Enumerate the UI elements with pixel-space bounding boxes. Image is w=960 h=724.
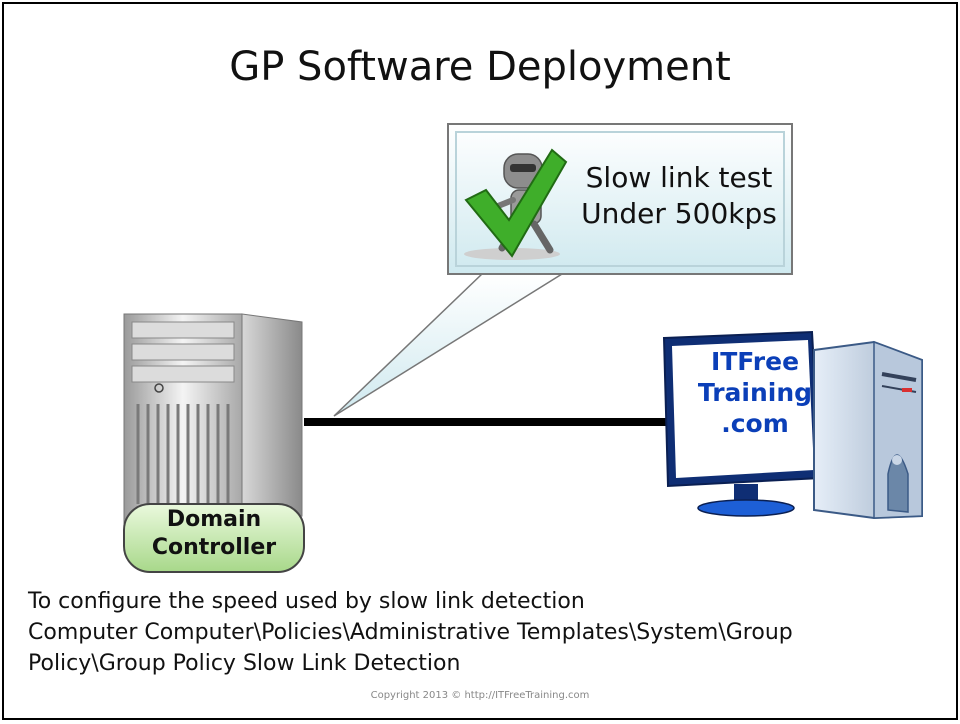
badge-line-2: Controller: [151, 535, 277, 560]
body-text: To configure the speed used by slow link…: [28, 586, 938, 679]
body-line-3: Policy\Group Policy Slow Link Detection: [28, 651, 461, 676]
badge-line-1: Domain: [166, 507, 262, 532]
diagram-art: [123, 123, 923, 573]
copyright-text: Copyright 2013 © http://ITFreeTraining.c…: [370, 690, 590, 701]
callout-line-2: Under 500kps: [581, 197, 777, 230]
monitor-line-1: ITFree: [710, 347, 800, 376]
monitor-icon: [662, 330, 822, 517]
callout-tail: [333, 273, 565, 417]
slide-title: GP Software Deployment: [229, 44, 731, 90]
callout-text: Slow link test Under 500kps: [574, 160, 784, 232]
desktop-tower-icon: [813, 340, 923, 520]
robot-check-icon: [464, 148, 568, 260]
monitor-line-3: .com: [721, 409, 789, 438]
monitor-screen-text: ITFree Training .com: [680, 346, 830, 439]
domain-controller-badge: [123, 503, 305, 573]
body-line-2: Computer Computer\Policies\Administrativ…: [28, 620, 793, 645]
monitor-line-2: Training: [697, 378, 813, 407]
domain-controller-label: Domain Controller: [124, 506, 304, 562]
server-icon: [123, 313, 303, 525]
body-line-1: To configure the speed used by slow link…: [28, 589, 585, 614]
callout-line-1: Slow link test: [585, 161, 773, 194]
